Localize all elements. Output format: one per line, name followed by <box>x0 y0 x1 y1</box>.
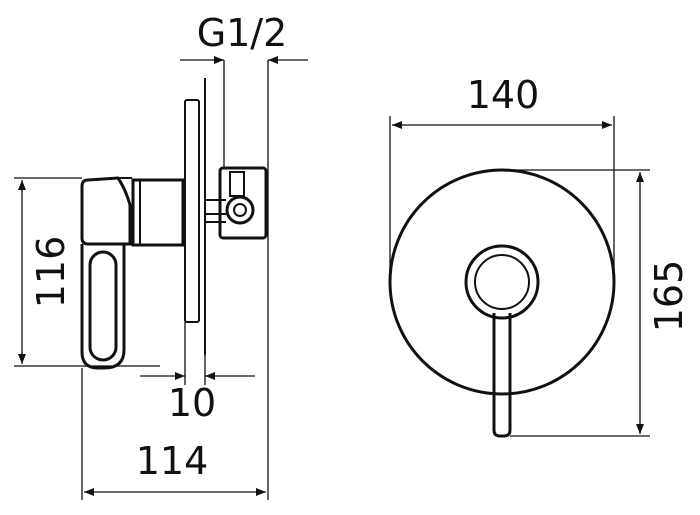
front-handle-outer <box>464 244 540 320</box>
rear-body <box>218 166 268 240</box>
front-lever <box>492 313 512 438</box>
rear-connector-lines <box>205 199 226 223</box>
outlet-inner-circle <box>233 203 247 217</box>
front-plate-circle <box>388 168 616 396</box>
lever-side-slot <box>88 250 118 362</box>
wall-plate <box>184 99 200 323</box>
front-view <box>388 168 616 438</box>
lever-side-outer <box>80 244 126 370</box>
front-handle-inner <box>474 254 530 310</box>
spindle-housing <box>131 178 185 247</box>
outlet-circle <box>225 195 255 225</box>
rear-body-notch <box>229 171 245 197</box>
overall-depth-label: 114 <box>136 439 209 483</box>
plate-diameter-label: 140 <box>467 73 540 117</box>
front-dimensions: 140 165 <box>389 73 691 437</box>
thread-label: G1/2 <box>197 11 288 55</box>
plate-thickness-label: 10 <box>168 381 216 425</box>
overall-height-label: 165 <box>647 260 691 333</box>
handle-body <box>80 176 132 246</box>
side-dimensions: G1/2 116 10 114 <box>14 11 308 500</box>
side-view <box>80 78 268 370</box>
handle-height-label: 116 <box>29 236 73 309</box>
